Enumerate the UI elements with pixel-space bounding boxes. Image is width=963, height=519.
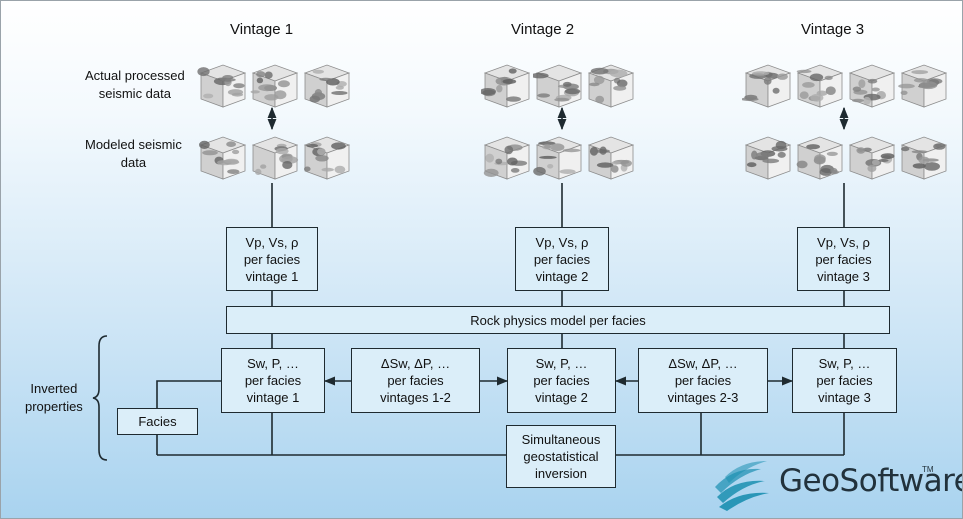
seismic-cube-icon <box>533 133 585 188</box>
seismic-cube-icon <box>530 61 585 116</box>
seismic-cube-icon <box>846 61 898 116</box>
link-facies <box>156 380 221 408</box>
seismic-cube-icon <box>249 61 301 116</box>
seismic-cube-icon <box>301 61 353 116</box>
seismic-cube-icon <box>479 61 533 116</box>
vintage-3-title: Vintage 3 <box>801 21 865 38</box>
inverted-brace <box>92 335 108 461</box>
logo-trademark: TM <box>922 465 934 474</box>
seismic-cube-icon <box>794 133 846 188</box>
rock-physics-model-box: Rock physics model per facies <box>226 306 890 334</box>
seismic-cube-icon <box>585 133 637 188</box>
seismic-cube-icon <box>898 61 950 116</box>
seismic-cube-icon <box>197 61 249 116</box>
seismic-cube-icon <box>197 133 249 188</box>
vintage-1-title: Vintage 1 <box>230 21 294 38</box>
seismic-cube-icon <box>846 133 898 188</box>
seismic-cube-icon <box>481 133 533 188</box>
seismic-cube-icon <box>898 133 950 188</box>
facies-box: Facies <box>117 408 198 435</box>
seismic-cube-icon <box>249 133 301 188</box>
seismic-cube-icon <box>301 133 353 188</box>
geosoftware-logo: GeoSoftware TM <box>713 457 962 513</box>
geosoftware-logo-mark-icon <box>715 461 769 511</box>
vintage-2-title: Vintage 2 <box>511 21 575 38</box>
seismic-cube-icon <box>794 61 846 116</box>
logo-text: GeoSoftware <box>779 463 963 499</box>
seismic-cube-icon <box>585 61 637 116</box>
seismic-cube-icon <box>742 133 794 188</box>
seismic-cube-icon <box>741 61 794 116</box>
